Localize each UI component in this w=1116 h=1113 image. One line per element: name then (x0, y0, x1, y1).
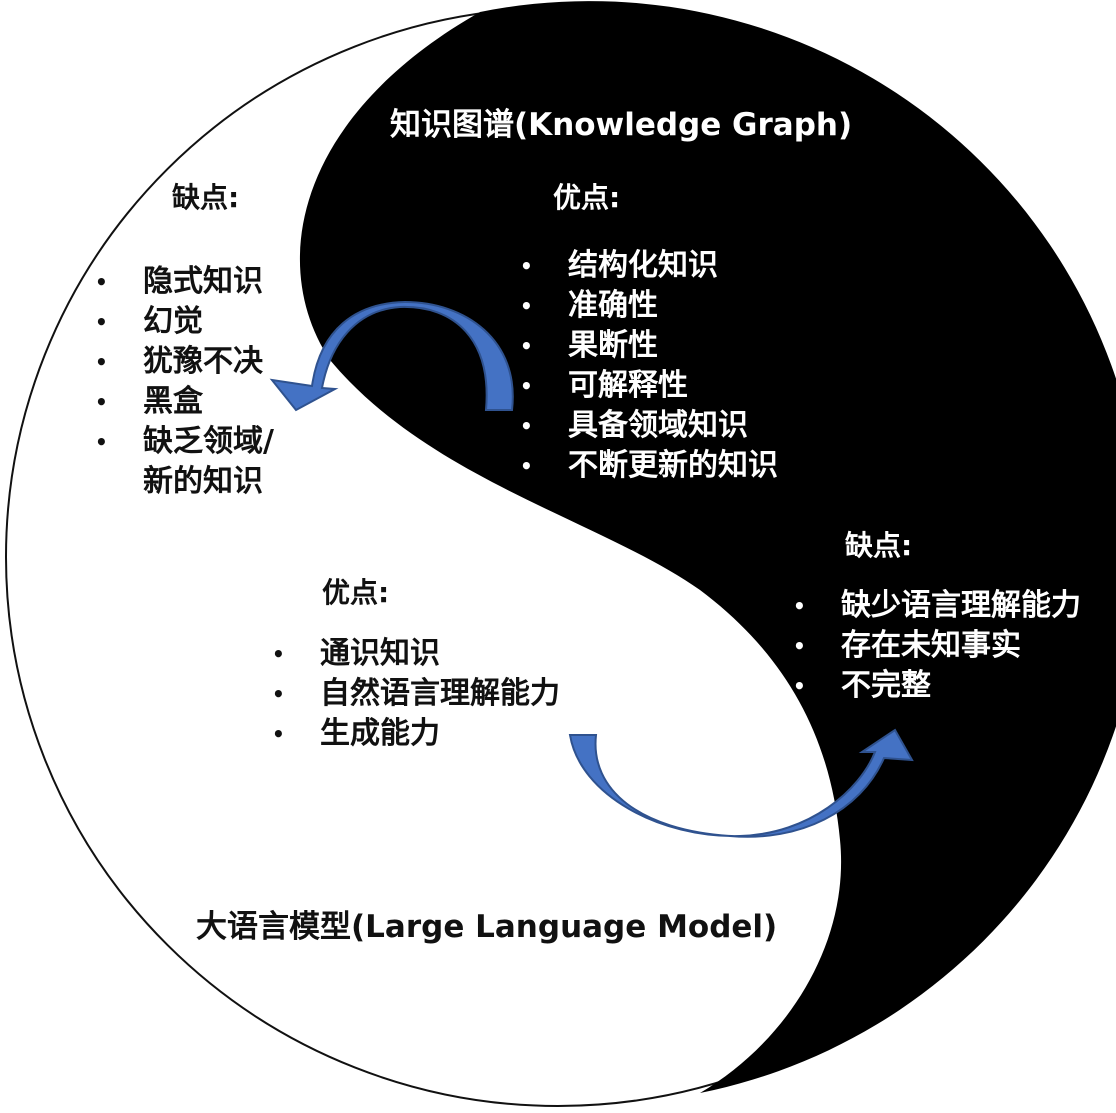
kg-cons-heading: 缺点: (845, 529, 913, 562)
list-item: •不断更新的知识 (520, 446, 778, 486)
bullet-icon: • (95, 310, 108, 334)
bullet-icon: • (520, 254, 533, 278)
bullet-icon: • (272, 682, 285, 706)
list-item: •果断性 (520, 326, 778, 366)
list-item: •存在未知事实 (793, 626, 1081, 666)
bullet-icon: • (520, 374, 533, 398)
list-item: •可解释性 (520, 366, 778, 406)
list-item: •准确性 (520, 286, 778, 326)
bullet-icon: • (793, 634, 806, 658)
list-item: •犹豫不决 (95, 342, 274, 382)
bullet-icon: • (520, 414, 533, 438)
llm-pros-heading: 优点: (322, 576, 390, 609)
dark-half (299, 1, 1116, 1093)
llm-title: 大语言模型(Large Language Model) (196, 909, 778, 945)
list-item: •通识知识 (272, 634, 560, 674)
bullet-icon: • (95, 350, 108, 374)
list-item: •不完整 (793, 666, 1081, 706)
list-item: •缺少语言理解能力 (793, 586, 1081, 626)
bullet-icon: • (272, 722, 285, 746)
bullet-icon: • (520, 294, 533, 318)
list-item: •幻觉 (95, 302, 274, 342)
bullet-icon: • (793, 674, 806, 698)
llm-cons-heading: 缺点: (172, 181, 240, 214)
bullet-icon: • (95, 390, 108, 414)
list-item: •具备领域知识 (520, 406, 778, 446)
list-item: •缺乏领域/新的知识 (95, 424, 274, 499)
list-item: •黑盒 (95, 382, 274, 422)
list-item: •结构化知识 (520, 246, 778, 286)
list-item: •自然语言理解能力 (272, 674, 560, 714)
kg-pros-list: •结构化知识 •准确性 •果断性 •可解释性 •具备领域知识 •不断更新的知识 (520, 246, 778, 486)
bullet-icon: • (520, 334, 533, 358)
list-item: •隐式知识 (95, 262, 274, 302)
kg-title: 知识图谱(Knowledge Graph) (390, 107, 853, 143)
bullet-icon: • (95, 270, 108, 294)
bullet-icon: • (272, 642, 285, 666)
llm-pros-list: •通识知识 •自然语言理解能力 •生成能力 (272, 634, 560, 754)
curved-arrow-upper (269, 300, 514, 412)
llm-cons-list: •隐式知识 •幻觉 •犹豫不决 •黑盒 •缺乏领域/新的知识 (95, 262, 274, 502)
list-item: •生成能力 (272, 714, 560, 754)
kg-cons-list: •缺少语言理解能力 •存在未知事实 •不完整 (793, 586, 1081, 706)
bullet-icon: • (95, 430, 108, 454)
bullet-icon: • (793, 594, 806, 618)
bullet-icon: • (520, 454, 533, 478)
kg-pros-heading: 优点: (553, 181, 621, 214)
curved-arrow-lower (568, 728, 914, 838)
